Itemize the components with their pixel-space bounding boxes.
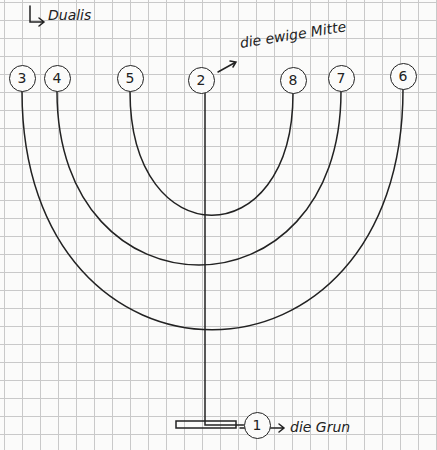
handwritten-note: die ewige Mitte <box>239 19 347 51</box>
candle-circle: 3 <box>9 65 36 92</box>
candle-circle: 2 <box>188 67 215 94</box>
menorah-arm <box>22 90 403 330</box>
menorah-arm <box>57 92 341 266</box>
candle-circle: 5 <box>117 65 144 92</box>
circle-number: 5 <box>126 71 135 85</box>
circle-number: 2 <box>197 73 206 87</box>
circle-number: 7 <box>337 71 346 85</box>
candle-circle: 1 <box>244 412 271 439</box>
circle-number: 1 <box>253 418 262 432</box>
hook-arrow <box>30 6 44 26</box>
menorah-arm <box>130 92 293 216</box>
circle-number: 3 <box>18 71 27 85</box>
pointer-arrow <box>218 61 236 72</box>
circle-number: 6 <box>399 69 408 83</box>
handwritten-note: Dualis <box>48 8 91 23</box>
candle-circle: 8 <box>280 67 307 94</box>
menorah-stem <box>205 94 244 426</box>
candle-circle: 7 <box>328 65 355 92</box>
handwritten-note: die Grun <box>290 420 350 435</box>
candle-circle: 4 <box>44 65 71 92</box>
circle-number: 4 <box>53 71 62 85</box>
candle-circle: 6 <box>390 63 417 90</box>
circle-number: 8 <box>289 73 298 87</box>
